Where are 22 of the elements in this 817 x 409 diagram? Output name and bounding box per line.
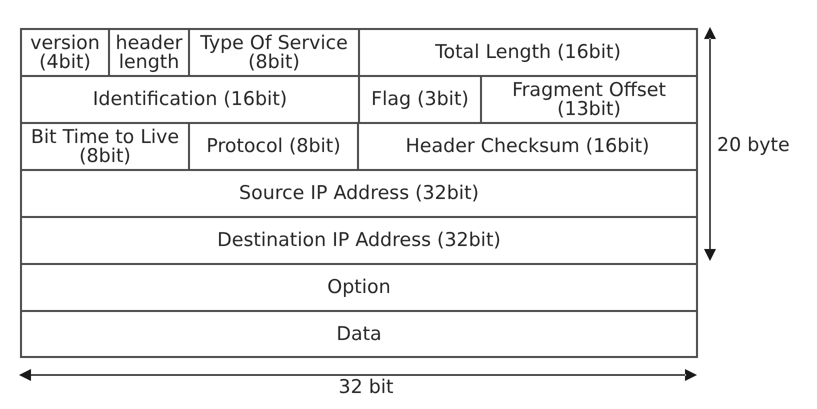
packet-field: [20, 216, 698, 265]
field-label: Fragment Offset (13bit): [511, 80, 667, 118]
field-label: Total Length (16bit): [435, 43, 621, 62]
field-label: Protocol (8bit): [206, 137, 341, 156]
packet-field: [20, 169, 698, 218]
packet-field: [20, 28, 110, 77]
field-label: Header Checksum (16bit): [406, 137, 650, 156]
field-label: header length: [114, 34, 184, 72]
field-label: Data: [336, 324, 382, 344]
field-label: Option: [327, 278, 391, 297]
packet-field: [20, 310, 698, 358]
dimension-label: 20 byte: [717, 133, 791, 157]
field-label: Identification (16bit): [92, 90, 288, 109]
field-label: Type Of Service (8bit): [199, 34, 349, 72]
field-label: Flag (3bit): [371, 90, 469, 109]
field-label: Bit Time to Live (8bit): [30, 128, 180, 166]
field-label: version (4bit): [29, 34, 101, 72]
dimension-label: 32 bit: [337, 375, 394, 399]
packet-field: [358, 28, 698, 77]
field-label: Destination IP Address (32bit): [217, 231, 501, 250]
packet-field: [20, 263, 698, 312]
field-label: Source IP Address (32bit): [239, 184, 479, 203]
